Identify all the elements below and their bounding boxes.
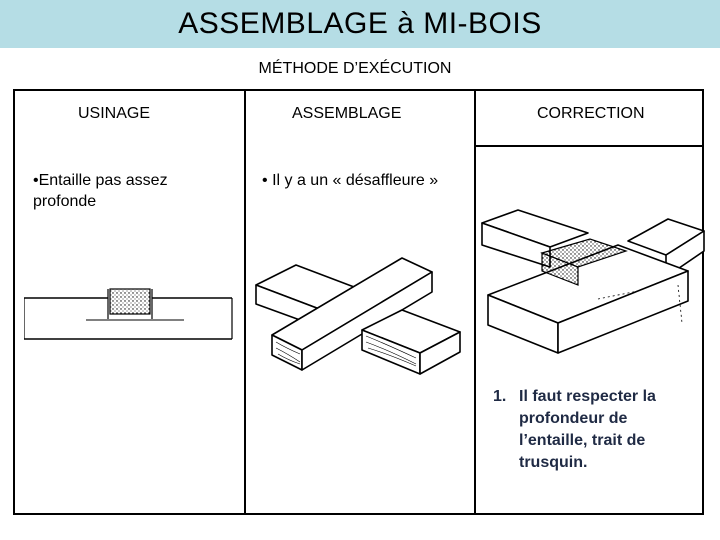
column-heading-correction: CORRECTION <box>537 105 645 122</box>
usinage-bullet-item: •Entaille pas assez profonde <box>33 170 233 212</box>
bullet-icon: • <box>33 172 39 189</box>
column-divider-1 <box>244 89 246 515</box>
page-subtitle: MÉTHODE D’EXÉCUTION <box>258 60 452 77</box>
column-heading-usinage: USINAGE <box>78 105 151 122</box>
correction-header-divider <box>474 145 704 147</box>
assemblage-bullet-item: • Il y a un « désaffleure » <box>262 170 472 191</box>
assemblage-text: Il y a un « désaffleure » <box>272 172 439 189</box>
column-heading-assemblage: ASSEMBLAGE <box>292 105 402 122</box>
title-bar <box>0 0 720 48</box>
page-title: ASSEMBLAGE à MI-BOIS <box>178 7 542 40</box>
cross-lap-joint-icon <box>255 257 461 375</box>
cross-section-icon <box>24 288 233 340</box>
list-number: 1. <box>493 388 507 405</box>
bullet-icon: • <box>262 172 268 189</box>
content-frame <box>13 89 704 515</box>
list-item-text: Il faut respecter la profondeur de l’ent… <box>519 388 656 471</box>
column-divider-2 <box>474 89 476 515</box>
cross-lap-joint-hatched-icon <box>481 209 705 354</box>
usinage-text: Entaille pas assez profonde <box>33 172 168 210</box>
